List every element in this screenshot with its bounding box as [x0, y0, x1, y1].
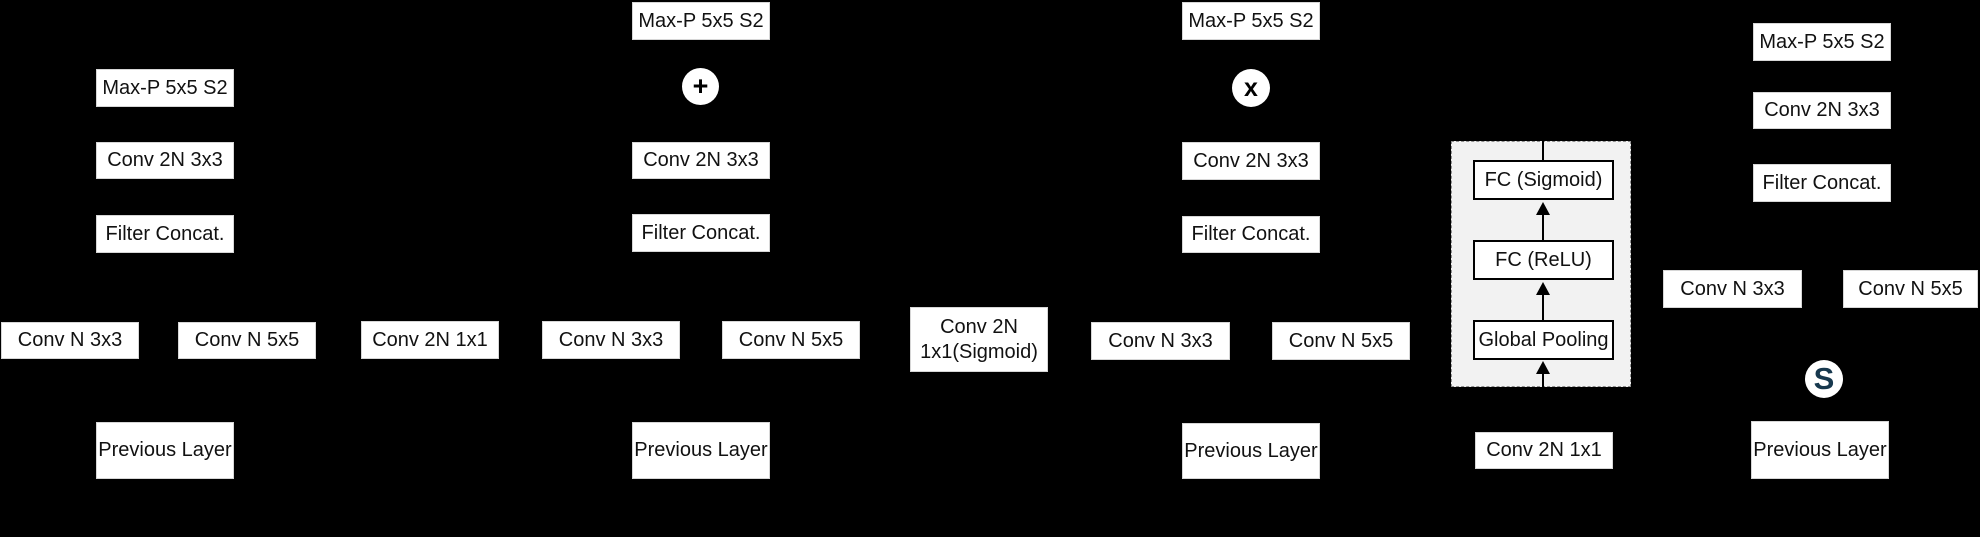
node-filter-concat-2: Filter Concat.: [632, 214, 770, 252]
node-conv-out-3: Conv 2N 3x3: [1182, 142, 1320, 180]
node-conv-1x1-sigmoid-gate: Conv 2N 1x1(Sigmoid): [910, 307, 1048, 372]
node-conv-5x5-1: Conv N 5x5: [178, 322, 316, 359]
arrow-shaft: [1542, 293, 1544, 321]
node-previous-layer-2: Previous Layer: [632, 422, 770, 479]
node-conv-1x1-2: Conv 2N 1x1: [361, 321, 499, 359]
node-previous-layer-1: Previous Layer: [96, 422, 234, 479]
node-filter-concat-5: Filter Concat.: [1753, 164, 1891, 202]
node-conv-3x3-5: Conv N 3x3: [1663, 270, 1802, 308]
node-fc-sigmoid: FC (Sigmoid): [1473, 160, 1614, 200]
node-conv-3x3-2: Conv N 3x3: [542, 321, 680, 359]
plus-op-icon: +: [682, 68, 719, 105]
node-conv-1x1-se: Conv 2N 1x1: [1475, 432, 1613, 469]
node-conv-out-1: Conv 2N 3x3: [96, 142, 234, 179]
se-top-connector-line: [1542, 141, 1544, 161]
node-global-pooling: Global Pooling: [1473, 320, 1614, 360]
arrow-shaft: [1542, 372, 1544, 387]
node-filter-concat-1: Filter Concat.: [96, 215, 234, 253]
node-filter-concat-3: Filter Concat.: [1182, 216, 1320, 253]
arrow-up-icon: [1536, 361, 1550, 374]
squeeze-excitation-op-icon: S: [1805, 360, 1843, 398]
node-fc-relu: FC (ReLU): [1473, 240, 1614, 280]
node-maxpool-3: Max-P 5x5 S2: [1182, 2, 1320, 40]
node-maxpool-1: Max-P 5x5 S2: [96, 69, 234, 107]
arrow-up-icon: [1536, 282, 1550, 295]
node-conv-5x5-2: Conv N 5x5: [722, 321, 860, 359]
node-conv-out-5: Conv 2N 3x3: [1753, 92, 1891, 129]
node-conv-5x5-3: Conv N 5x5: [1272, 322, 1410, 360]
node-conv-5x5-5: Conv N 5x5: [1843, 270, 1978, 308]
multiply-op-icon: x: [1232, 69, 1270, 107]
node-conv-3x3-3: Conv N 3x3: [1091, 322, 1230, 360]
node-conv-out-2: Conv 2N 3x3: [632, 142, 770, 179]
node-conv-3x3-1: Conv N 3x3: [1, 322, 139, 359]
node-previous-layer-3: Previous Layer: [1182, 423, 1320, 479]
node-previous-layer-5: Previous Layer: [1751, 421, 1889, 479]
node-maxpool-5: Max-P 5x5 S2: [1753, 23, 1891, 61]
arrow-up-icon: [1536, 202, 1550, 215]
arrow-shaft: [1542, 213, 1544, 241]
node-maxpool-2: Max-P 5x5 S2: [632, 2, 770, 40]
